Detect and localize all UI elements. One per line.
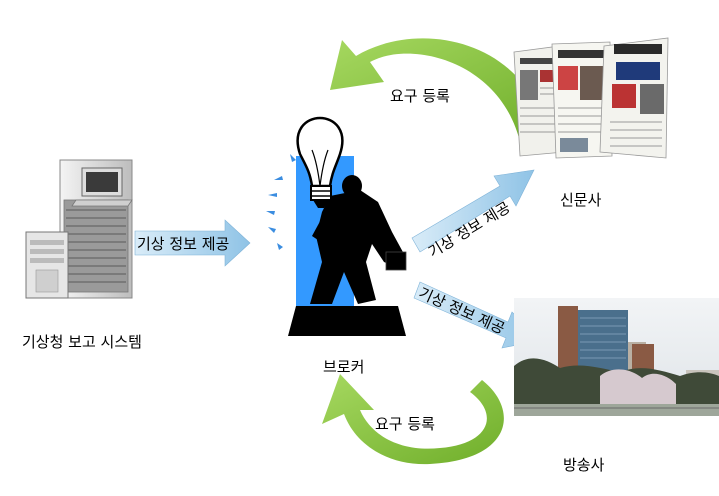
provide-arrow-newspaper bbox=[411, 169, 535, 253]
provide-arrow-left-label: 기상 정보 제공 bbox=[137, 235, 230, 253]
request-arrow-top-label: 요구 등록 bbox=[390, 87, 450, 105]
broadcaster-label: 방송사 bbox=[563, 456, 605, 474]
light-rays bbox=[266, 154, 296, 250]
broker-figure bbox=[288, 116, 407, 336]
request-arrow-bottom bbox=[322, 374, 504, 465]
newspaper-label: 신문사 bbox=[560, 191, 602, 209]
broker-label: 브로커 bbox=[323, 358, 365, 376]
newspaper-image bbox=[513, 37, 669, 159]
request-arrow-top bbox=[330, 38, 548, 142]
broadcaster-image bbox=[514, 298, 719, 416]
server-image bbox=[25, 159, 133, 299]
request-arrow-bottom-label: 요구 등록 bbox=[375, 415, 435, 433]
server-label: 기상청 보고 시스템 bbox=[22, 333, 142, 351]
provide-arrow-left bbox=[134, 219, 251, 267]
